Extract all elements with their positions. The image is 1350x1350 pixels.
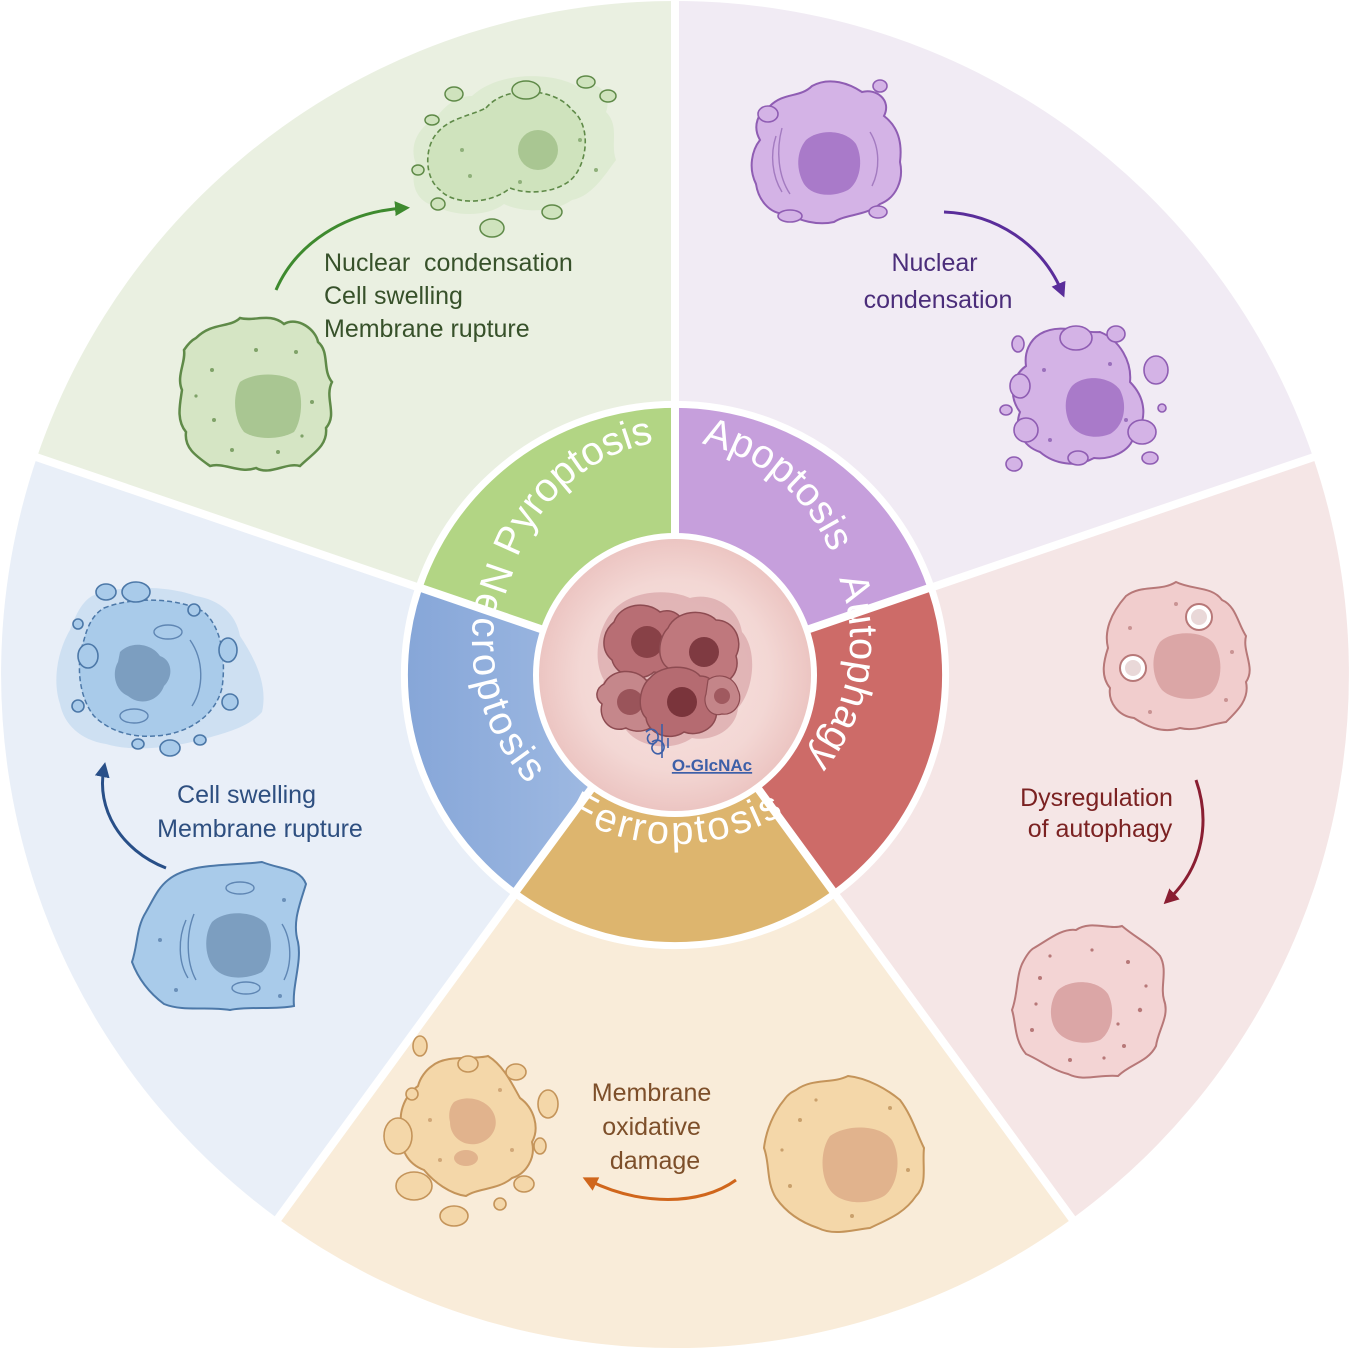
pyroptosis-arrow [274, 201, 410, 291]
tumor-cell-cluster [596, 592, 753, 747]
apoptosis-caption: Nuclear condensation [864, 249, 1013, 314]
ferroptosis-arrow [582, 1177, 737, 1201]
pyroptosis-caption: Nuclear condensation Cell swelling Membr… [0, 0, 608, 343]
ring-outline [400, 400, 950, 950]
necroptosis-cell-after [56, 581, 264, 757]
glycan-icon [645, 724, 669, 758]
necroptosis-cell-before [130, 860, 308, 1012]
necroptosis-arrow [94, 762, 167, 870]
apoptosis-cell-after [999, 325, 1169, 472]
autophagy-cell-after [1010, 924, 1167, 1079]
apoptosis-cell-before [750, 79, 902, 225]
ferroptosis-cell-after [383, 1035, 559, 1227]
necroptosis-caption: Cell swelling Membrane rupture [157, 781, 363, 843]
ferroptosis-cell-before [762, 1074, 926, 1234]
pyroptosis-cell-before [178, 316, 334, 472]
autophagy-arrow [1163, 779, 1205, 905]
autophagy-cell-before [1102, 580, 1251, 732]
autophagy-caption: Dysregulation of autophagy [1020, 784, 1180, 843]
center-label: O-GlcNAc [672, 756, 752, 775]
ferroptosis-caption: Membrane oxidative damage [592, 1079, 718, 1175]
pyroptosis-cell-after [411, 75, 617, 238]
apoptosis-arrow [943, 210, 1066, 298]
